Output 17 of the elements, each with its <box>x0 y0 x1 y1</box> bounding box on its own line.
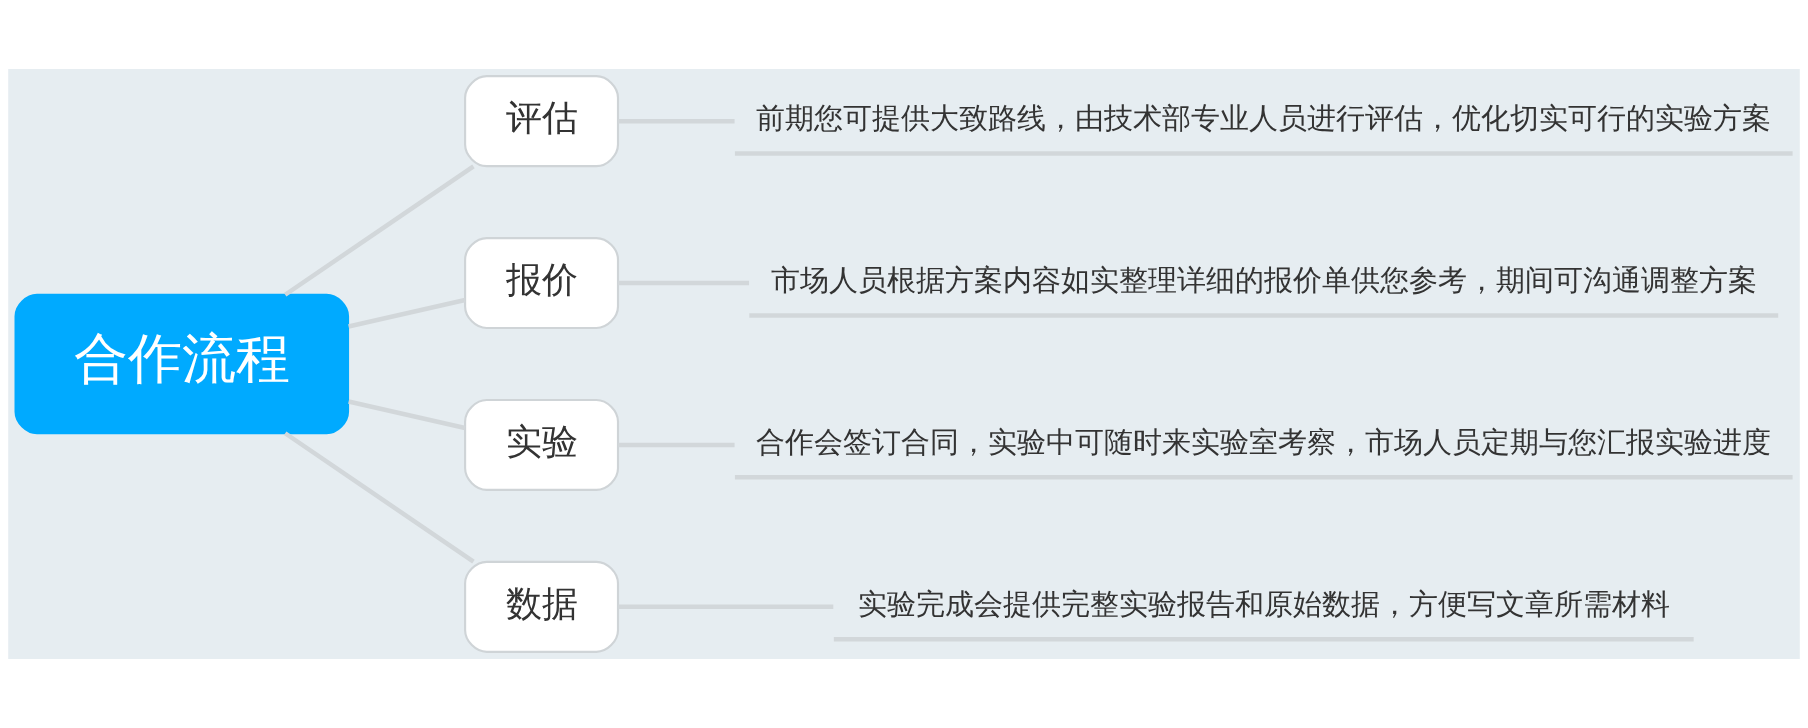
connector <box>348 399 466 431</box>
connector <box>618 118 735 124</box>
connector <box>618 604 834 610</box>
connector <box>618 442 735 448</box>
node-text: 市场人员根据方案内容如实整理详细的报价单供您参考，期间可沟通调整方案 <box>770 262 1757 297</box>
node-box: 评估 <box>464 75 620 168</box>
node-box: 实验 <box>464 398 620 491</box>
node-text: 实验完成会提供完整实验报告和原始数据，方便写文章所需材料 <box>857 586 1670 621</box>
node-box: 合作流程 <box>14 293 350 435</box>
connector <box>283 431 475 564</box>
connector <box>618 280 750 286</box>
connector <box>283 164 475 297</box>
connector <box>348 297 466 329</box>
node-text: 前期您可提供大致路线，由技术部专业人员进行评估，优化切实可行的实验方案 <box>756 101 1772 135</box>
node-box: 报价 <box>464 237 620 330</box>
node-text: 合作会签订合同，实验中可随时来实验室考察，市场人员定期与您汇报实验进度 <box>756 424 1772 459</box>
node-box: 数据 <box>464 560 620 653</box>
